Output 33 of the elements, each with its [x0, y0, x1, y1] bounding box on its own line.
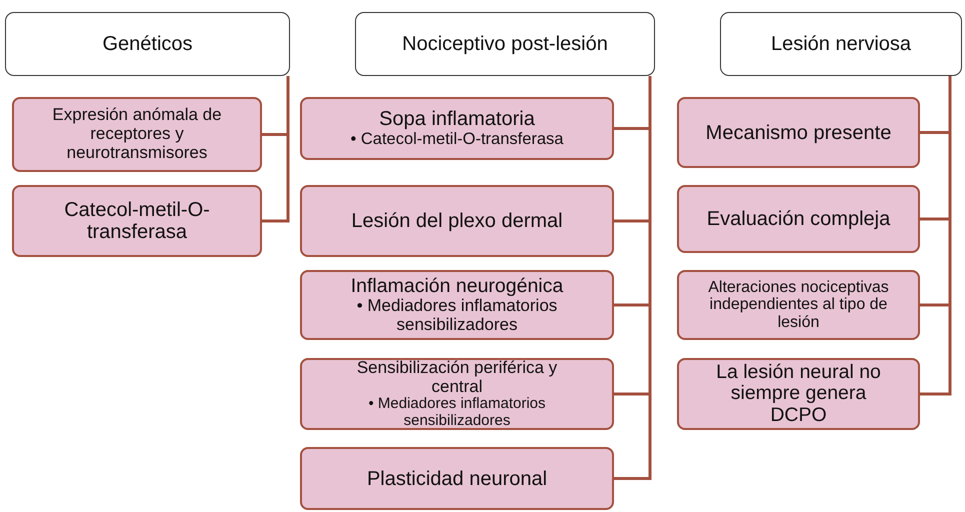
- item-box: [677, 358, 920, 430]
- item-box: [300, 97, 614, 160]
- box-title: Inflamación neurogénica: [350, 276, 564, 298]
- box-title: Expresión anómala de receptores y neurotransmisores: [51, 106, 223, 163]
- box-title: Sensibilización periférica y central: [356, 358, 558, 396]
- bullet-text: • Catecol-metil-O-transferasa: [350, 130, 564, 149]
- connector-line: [614, 76, 652, 480]
- category-box: [5, 12, 290, 76]
- item-box: [300, 358, 614, 430]
- box-title: Catecol-metil-O-transferasa: [63, 199, 211, 243]
- item-box: [300, 270, 614, 340]
- box-title: Genéticos: [102, 33, 193, 55]
- item-box: [677, 185, 920, 253]
- item-box: [677, 97, 920, 168]
- box-title: Evaluación compleja: [706, 208, 890, 230]
- item-box: [12, 97, 262, 172]
- connector-line: [920, 76, 952, 396]
- category-box: [720, 12, 962, 76]
- box-title: La lesión neural no siempre genera DCPO: [715, 362, 882, 426]
- box-title: Lesión nerviosa: [770, 33, 912, 55]
- category-box: [355, 12, 655, 76]
- box-title: Lesión del plexo dermal: [351, 210, 563, 232]
- item-box: [300, 447, 614, 510]
- bullet-text: • Mediadores inflamatorios sensibilizadores: [368, 396, 546, 430]
- box-title: Mecanismo presente: [706, 122, 892, 144]
- box-title: Nociceptivo post-lesión: [402, 33, 608, 55]
- box-title: Plasticidad neuronal: [366, 468, 548, 490]
- bullet-text: • Mediadores inflamatorios sensibilizadores: [356, 297, 558, 334]
- item-box: [12, 185, 262, 257]
- item-box: [677, 270, 920, 340]
- item-box: [300, 185, 614, 257]
- box-title: Alteraciones nociceptivas independientes al tipo de lesión: [707, 278, 890, 332]
- box-title: Sopa inflamatoria: [379, 108, 535, 130]
